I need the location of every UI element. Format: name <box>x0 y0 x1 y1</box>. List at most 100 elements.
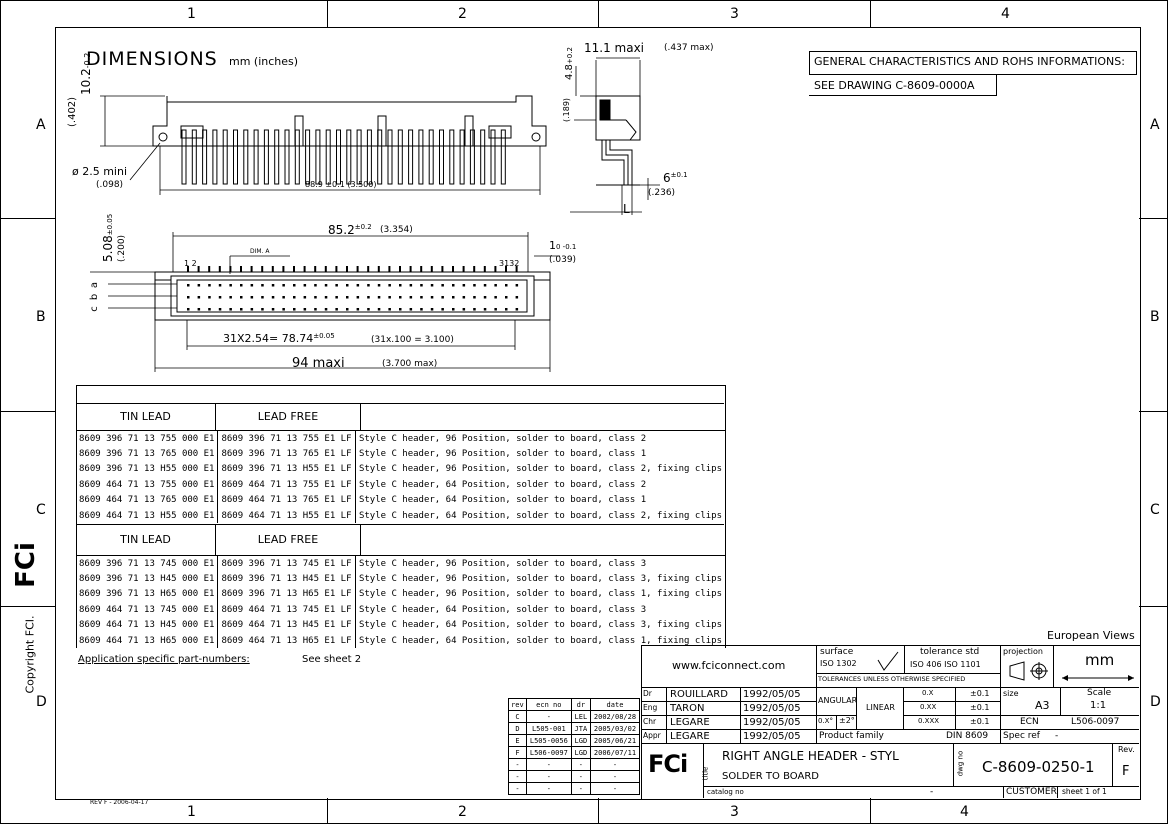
dim-one-in: (.039) <box>549 255 577 265</box>
pin <box>397 145 403 185</box>
pin-hole <box>441 296 444 299</box>
pin-tick <box>324 266 327 272</box>
angular-x: 0.X° <box>818 717 833 725</box>
app-label: Application specific part-numbers: <box>78 654 250 665</box>
pin-tick <box>473 266 476 272</box>
pin-contact <box>212 129 218 147</box>
pin-hole <box>441 284 444 287</box>
pin-hole <box>261 284 264 287</box>
pin-tick <box>335 266 338 272</box>
dim-height: 10.2-0.2 <box>79 53 93 95</box>
dim-six-in: (.236) <box>648 188 676 198</box>
tin-lead-part: 8609 396 71 13 745 000 E1 <box>76 556 219 572</box>
pin-hole <box>420 296 423 299</box>
pin-tick <box>356 266 359 272</box>
pin-contact <box>253 129 259 147</box>
zone-tick <box>0 606 55 607</box>
sign-date: 1992/05/05 <box>743 703 801 714</box>
pin-hole <box>505 296 508 299</box>
row-label-c: c <box>88 306 100 312</box>
pin-contact <box>500 129 506 147</box>
european-views: European Views <box>1047 629 1135 642</box>
pin-hole <box>250 308 254 311</box>
title-block <box>641 645 1140 799</box>
app-value: See sheet 2 <box>302 654 362 665</box>
pin-tick <box>399 266 401 272</box>
pin-contact <box>459 129 465 147</box>
zone-tick <box>598 798 599 824</box>
pin-hole <box>282 308 285 311</box>
dim-94: 94 maxi <box>292 356 345 371</box>
pin-hole <box>356 308 360 311</box>
pin-hole <box>271 308 275 311</box>
pin-hole <box>314 284 317 287</box>
title-label: title <box>701 766 710 781</box>
zone-col-4-bottom: 4 <box>960 804 969 820</box>
pin-hole <box>399 296 402 299</box>
website: www.fciconnect.com <box>672 659 786 672</box>
zone-tick <box>1139 411 1167 412</box>
surface-symbol-icon <box>877 651 899 671</box>
part-description: Style C header, 96 Position, solder to b… <box>358 574 722 585</box>
tol-value: ISO 406 ISO 1101 <box>910 660 981 669</box>
lead-free-part: 8609 396 71 13 745 E1 LF <box>217 556 356 572</box>
pin <box>377 145 383 185</box>
dim-top-width-in: (.437 max) <box>664 43 714 53</box>
dim-pitch-in: (31x.100 = 3.100) <box>371 335 454 345</box>
pin-hole <box>314 296 317 299</box>
pin-hole <box>388 296 391 299</box>
pin <box>253 145 259 185</box>
revision-cell: E <box>508 734 527 747</box>
pin-hole <box>441 308 444 311</box>
revision-cell: - <box>508 770 527 783</box>
tin-lead-part: 8609 464 71 13 H55 000 E1 <box>76 507 219 524</box>
part-description: Style C header, 96 Position, solder to b… <box>358 589 722 600</box>
general-see: SEE DRAWING C-8609-0000A <box>814 79 975 92</box>
part-description: Style C header, 64 Position, solder to b… <box>358 495 647 506</box>
dim-a: DIM. A <box>250 248 270 255</box>
lead-free-part: 8609 464 71 13 765 E1 LF <box>217 492 356 508</box>
revision-cell: rev <box>508 698 527 711</box>
pin <box>490 145 496 185</box>
dim-height-in: (.402) <box>67 96 78 127</box>
dim-six: 6±0.1 <box>663 172 688 185</box>
pin <box>428 145 434 185</box>
dim-one-tol: 0 -0.1 <box>556 243 577 251</box>
pin-tick <box>250 266 253 272</box>
pin-hole <box>388 284 391 287</box>
scale-label: Scale <box>1087 688 1112 698</box>
pin-hole <box>377 284 381 287</box>
revision-cell: F <box>508 746 527 759</box>
pin-hole <box>282 284 285 287</box>
general-see-box <box>809 74 997 96</box>
pin-hole <box>208 296 211 299</box>
pin-hole <box>335 296 338 299</box>
pin-contact <box>469 129 475 147</box>
pin-contact <box>222 129 228 147</box>
zone-row-b: B <box>36 309 46 325</box>
table-row: ---- <box>508 782 641 795</box>
zone-row-c: C <box>36 502 46 518</box>
pin-hole <box>494 308 497 311</box>
part-description: Style C header, 96 Position, solder to b… <box>358 449 647 460</box>
person-name: LEGARE <box>670 717 710 728</box>
dim-side-height: 4.8+0.2 <box>564 47 575 80</box>
rev-label: Rev. <box>1118 745 1135 754</box>
pin-tick <box>208 266 211 272</box>
dim-pitch: 31X2.54= 78.74±0.05 <box>223 333 335 345</box>
dim-side-tol: +0.2 <box>566 47 574 65</box>
pin-tick <box>377 266 380 272</box>
pin-hole <box>356 284 360 287</box>
pin <box>274 145 280 185</box>
table-row: ---- <box>508 758 641 771</box>
zone-col-3: 3 <box>730 6 739 22</box>
pin-hole <box>324 296 328 299</box>
pin-contact <box>202 129 208 147</box>
role-label: Dr <box>643 689 652 698</box>
role-label: Chr <box>643 717 657 726</box>
